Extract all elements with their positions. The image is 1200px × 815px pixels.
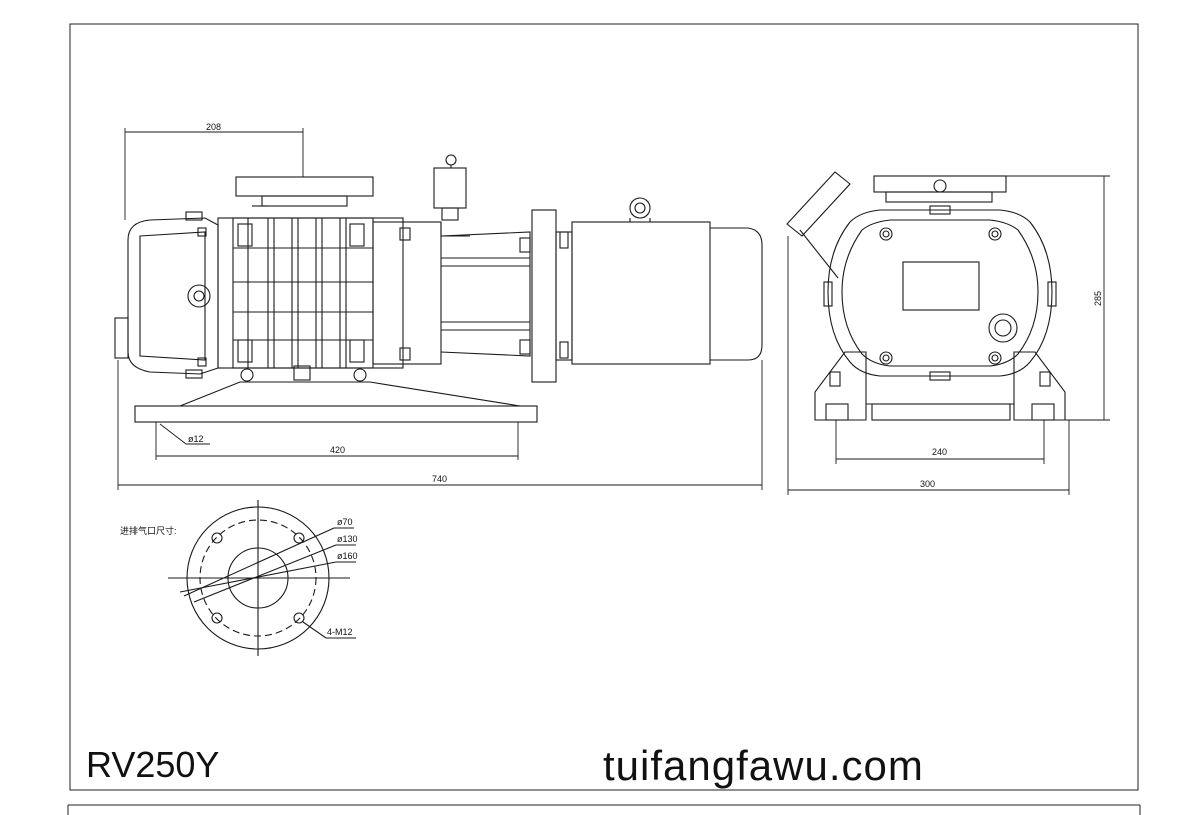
dim-end-height: 285 xyxy=(1093,291,1103,306)
end-view-dimensions xyxy=(787,175,1110,495)
dim-flange-bolts: 4-M12 xyxy=(327,627,353,637)
drawing-frame xyxy=(69,23,1139,791)
dim-flange-inner: ø70 xyxy=(337,517,353,527)
dim-top-width: 208 xyxy=(206,122,221,132)
dim-base-holes: 420 xyxy=(330,445,345,455)
model-title: RV250Y xyxy=(86,744,220,785)
flange-label: 进排气口尺寸: xyxy=(120,525,177,536)
watermark-text: tuifangfawu.com xyxy=(603,742,924,789)
end-view xyxy=(786,171,1066,421)
dim-end-base-holes: 240 xyxy=(932,447,947,457)
dim-flange-outer: ø160 xyxy=(337,551,358,561)
flange-view xyxy=(168,500,356,656)
dim-overall-length: 740 xyxy=(432,474,447,484)
dim-flange-bolt-circle: ø130 xyxy=(337,534,358,544)
side-view xyxy=(114,154,763,423)
dim-hole: ø12 xyxy=(188,434,204,444)
side-view-dimensions xyxy=(117,128,763,490)
dim-end-base-width: 300 xyxy=(920,479,935,489)
